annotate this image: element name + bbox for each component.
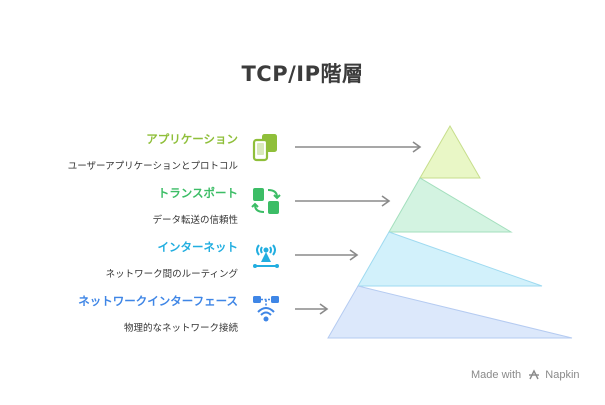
pyramid-layer-application <box>419 124 481 179</box>
mobile-apps-icon <box>252 134 277 162</box>
layer-name-internet: インターネット <box>157 240 239 254</box>
layer-name-network-interface: ネットワークインターフェース <box>78 294 238 308</box>
watermark: Made with Napkin <box>471 369 580 381</box>
watermark-brand: Napkin <box>545 369 580 382</box>
layer-desc-network-interface: 物理的なネットワーク接続 <box>123 323 238 334</box>
layer-name-application: アプリケーション <box>146 132 238 146</box>
arrow-transport <box>295 195 391 207</box>
arrow-application <box>295 141 422 153</box>
napkin-logo-icon <box>529 369 540 380</box>
layer-desc-application: ユーザーアプリケーションとプロトコル <box>67 161 238 172</box>
network-interface-icon <box>253 296 279 322</box>
pyramid-layer-internet <box>357 231 543 287</box>
layer-desc-transport: データ転送の信頼性 <box>152 215 238 226</box>
layer-name-transport: トランスポート <box>157 186 238 200</box>
watermark-prefix: Made with <box>471 369 522 382</box>
layer-desc-internet: ネットワーク間のルーティング <box>105 269 238 280</box>
pyramid-layer-network-interface <box>327 285 573 339</box>
pyramid-layer-transport <box>388 177 513 233</box>
antenna-signal-icon <box>253 244 279 268</box>
diagram-title: TCP/IP階層 <box>241 62 364 86</box>
arrow-network-interface <box>295 303 329 315</box>
transfer-cycle-icon <box>251 188 281 214</box>
arrow-internet <box>295 249 359 261</box>
